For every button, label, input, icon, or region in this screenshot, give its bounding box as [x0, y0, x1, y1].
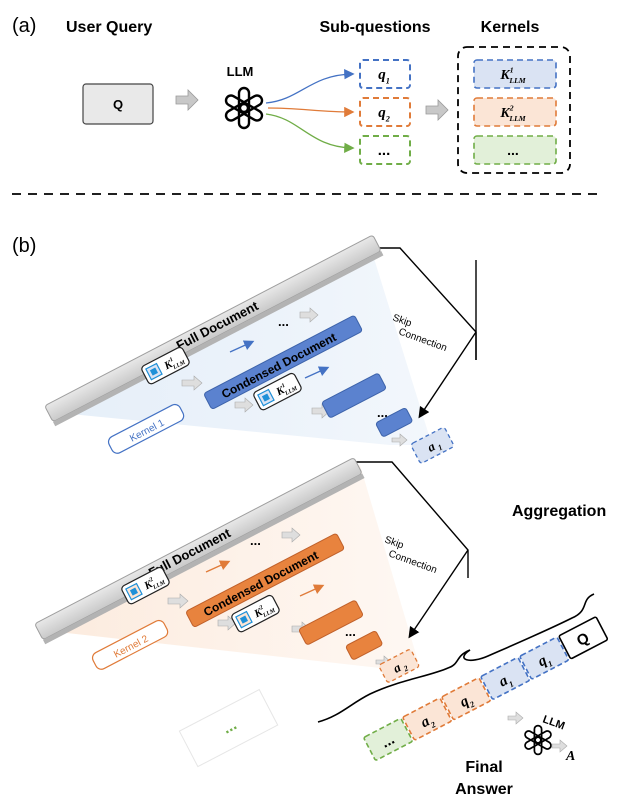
arrow-subq-to-kernels-icon [425, 99, 449, 121]
pipeline-2-answer-box: a 2 [378, 649, 420, 683]
final-gray-arrow-1 [507, 711, 524, 725]
pipeline-1-shadow [50, 252, 432, 445]
panel-b-label: (b) [12, 235, 36, 257]
llm-label-b: LLM [541, 714, 566, 733]
sub-question-3: ... [359, 135, 411, 165]
aggregation-brace [317, 593, 595, 723]
pipeline-1-arrow-a [229, 340, 255, 353]
arrow-llm-to-q1 [265, 68, 355, 104]
pipeline-1-dots-top: ... [278, 314, 289, 329]
pipeline-1: Full Document Condensed Document ... ...… [45, 235, 477, 464]
chip-icon [145, 362, 163, 381]
pipeline-2-block-mid [299, 600, 363, 645]
kernels-title: Kernels [481, 19, 540, 36]
openai-logo-icon-final [524, 724, 552, 756]
sub-question-2-label: q2 [378, 105, 390, 124]
pipeline-1-block-small [375, 407, 413, 437]
user-query-title: User Query [66, 19, 152, 36]
pipeline-2-gray-arrow-3 [217, 615, 237, 631]
kernels-container [457, 46, 571, 174]
arrow-query-to-llm-icon [175, 89, 199, 111]
pipeline-1-dots-mid: ... [377, 405, 388, 420]
final-answer-letter: A [565, 749, 575, 764]
query-box [82, 83, 154, 125]
final-gray-arrow-2 [551, 739, 568, 753]
sub-questions-list: q1 q2... [359, 59, 411, 165]
pipeline-2-skip-arrow [408, 549, 469, 639]
sequence-token-6: Q [558, 616, 609, 660]
kernel-3: ... [473, 135, 557, 165]
pipeline-1-skip-arrow [418, 331, 477, 419]
pipeline-1-gray-arrow-5 [391, 433, 408, 447]
pipeline-2-gray-arrow-2 [167, 593, 189, 609]
final-answer-label-2: Answer [455, 781, 513, 798]
chip-icon [257, 388, 275, 407]
sub-question-1: q1 [359, 59, 411, 89]
pipeline-1-answer-sub: 1 [436, 443, 444, 453]
aggregation-label: Aggregation [512, 503, 606, 520]
pipeline-1-skip-label-2: Connection [397, 326, 448, 354]
sequence-token-2: a2 [402, 697, 452, 741]
openai-logo-icon [224, 86, 264, 130]
pipeline-2-arrow-b [299, 584, 325, 597]
chip-icon [235, 610, 253, 629]
pipeline-1-block-mid [322, 373, 386, 418]
sequence-token-4: a1 [480, 657, 530, 700]
green-placeholder-box: ... [178, 688, 279, 768]
pipeline-1-kernel-chip-1: K1LLM [141, 346, 190, 385]
pipeline-2-gray-arrow-1 [281, 527, 301, 543]
pipeline-1-gray-arrow-2 [181, 375, 203, 391]
sub-question-3-label: ... [378, 142, 391, 159]
pipeline-1-arrow-b [304, 366, 330, 379]
panel-a: (a) User Query Q LLM Sub-questions Kerne… [12, 15, 571, 174]
pipeline-2-block-small [345, 630, 383, 660]
arrow-llm-to-q2 [267, 106, 355, 118]
pipeline-2-dots-top: ... [250, 533, 261, 548]
pipeline-1-kernel-chip-2: K1LLM [253, 372, 302, 411]
sequence-token-3: q2 [441, 677, 491, 721]
sub-questions-title: Sub-questions [319, 19, 430, 36]
pipeline-1-gray-arrow-3 [234, 397, 254, 413]
pipeline-2-kernel-chip-2: K2LLM [231, 594, 280, 633]
sub-question-1-label: q1 [378, 67, 390, 86]
arrow-llm-to-q3 [265, 113, 355, 154]
pipeline-2-answer-sub: 2 [401, 664, 410, 674]
pipeline-2-skip-line-top [355, 461, 469, 578]
pipeline-2-kernel-chip-1: K2LLM [121, 566, 170, 605]
pipeline-2-arrow-a [205, 560, 231, 573]
query-box-label: Q [113, 97, 123, 112]
sequence-token-1: ... [363, 718, 413, 761]
pipeline-2-skip-label-2: Connection [387, 548, 438, 576]
sequence-token-5: q1 [519, 636, 570, 680]
final-answer-label-1: Final [465, 759, 502, 776]
pipeline-1-gray-arrow-1 [299, 307, 319, 323]
pipeline-2-full-document-bar: Full Document [35, 458, 365, 645]
pipeline-2: Full Document Condensed Document ... ...… [35, 458, 469, 683]
chip-icon [125, 582, 143, 601]
llm-label-a: LLM [227, 64, 254, 79]
pipeline-2-dots-mid: ... [345, 624, 356, 639]
sub-question-2: q2 [359, 97, 411, 127]
kernel-3-label: ... [507, 142, 519, 158]
pipeline-1-answer-box: a 1 [410, 427, 454, 464]
panel-a-label: (a) [12, 15, 36, 37]
